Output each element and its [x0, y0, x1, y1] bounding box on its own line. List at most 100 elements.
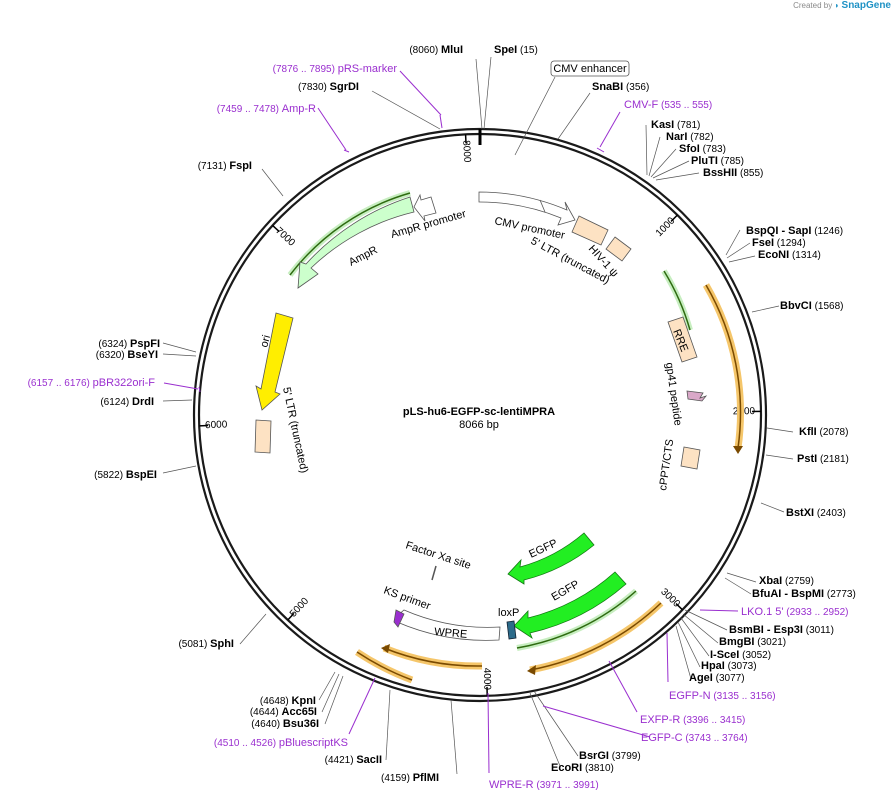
site-label-bsu36i: (4640) Bsu36I [251, 718, 319, 730]
site-label-hpai: HpaI (3073) [701, 660, 757, 672]
snapgene-logo-icon: ◗ [834, 1, 840, 10]
tick-mark [272, 224, 280, 233]
site-label-sacii: (4421) SacII [325, 754, 382, 766]
label-cmv-promoter: CMV promoter [493, 215, 566, 242]
orf-arrowhead-wpre [381, 644, 390, 653]
primer-label-egfp-n: EGFP-N (3135 .. 3156) [669, 690, 776, 702]
site-label-sgrdi: (7830) SgrDI [298, 81, 359, 93]
cmv-enhancer-label: CMV enhancer [553, 63, 627, 75]
label-5ltr-truncated: 5' LTR (truncated) [280, 386, 310, 474]
brand-name: SnapGene [841, 0, 891, 11]
primer-label-lko-1-5-: LKO.1 5' (2933 .. 2952) [741, 606, 849, 618]
site-label-fspi: (7131) FspI [198, 160, 252, 172]
site-label-bspei: (5822) BspEI [94, 469, 157, 481]
orf-arc-egfp-core [516, 590, 637, 649]
site-label-drdi: (6124) DrdI [100, 396, 154, 408]
plasmid-length: 8066 bp [459, 419, 499, 431]
label-gp41: gp41 peptide [663, 362, 684, 427]
label-ks-primer: KS primer [382, 585, 432, 613]
orf-arc-egfp-outer-core [529, 602, 662, 671]
primer-label-wpre-r: WPRE-R (3971 .. 3991) [489, 779, 599, 791]
feature-5ltr-truncated [254, 419, 272, 454]
site-label-psti: PstI (2181) [797, 453, 849, 465]
feature-cmv-divider [539, 199, 546, 213]
feature-gp41 [686, 390, 708, 402]
site-label-kasi: KasI (781) [651, 119, 700, 131]
primer-label-egfp-c: EGFP-C (3743 .. 3764) [641, 732, 748, 744]
feature-hiv-psi [605, 236, 632, 262]
orf-arc-gag-core [705, 284, 742, 449]
credit-text: Created by [793, 1, 833, 10]
feature-loxp [506, 620, 517, 640]
feature-ori [255, 312, 294, 411]
feature-ampr [297, 196, 415, 289]
site-label-xbai: XbaI (2759) [759, 575, 814, 587]
label-ampr: AmpR [347, 244, 380, 269]
primer-label-exfp-r: EXFP-R (3396 .. 3415) [640, 714, 745, 726]
orf-arc-gag [702, 283, 744, 449]
primer-label-prs-marker: (7876 .. 7895) pRS-marker [273, 63, 398, 75]
site-label-snabi: SnaBI (356) [592, 81, 649, 93]
primer-leaders [163, 70, 739, 774]
leader-lines [162, 56, 794, 775]
site-label-bspqi: BspQI - SapI (1246) [746, 225, 843, 237]
feature-cmv-promoter [478, 191, 576, 226]
orf-arc-wpre-core [383, 647, 483, 667]
orf-arc-wpre [382, 644, 483, 670]
feature-ks-primer [393, 609, 405, 628]
site-label-bstxi: BstXI (2403) [786, 507, 846, 519]
site-label-ecori: EcoRI (3810) [551, 762, 614, 774]
restriction-site-labels: (8060) MluI SpeI (15) (7830) SgrDI SnaBI (3… [28, 44, 856, 791]
site-label-kpni: (4648) KpnI [260, 695, 316, 707]
cmv-enhancer-box [550, 60, 630, 77]
feature-5ltr [571, 215, 609, 246]
tick-mark [670, 214, 678, 222]
site-label-agei: AgeI (3077) [689, 672, 745, 684]
feature-glyphs [254, 191, 708, 641]
label-cppt: cPPT/CTS [657, 438, 676, 491]
tick-label: 7000 [273, 225, 297, 248]
site-label-pspfi: (6324) PspFI [98, 338, 160, 350]
site-label-pluti: PluTI (785) [691, 155, 744, 167]
feature-ampr-promoter [413, 193, 437, 222]
site-label-bfuai: BfuAI - BspMI (2773) [752, 588, 856, 600]
feature-egfp-outer [513, 571, 627, 640]
tick-mark [287, 612, 295, 621]
label-loxp: loxP [498, 607, 519, 619]
feature-cppt [680, 446, 701, 470]
site-label-sfoi: SfoI (783) [679, 143, 726, 155]
primer-label-cmv-f: CMV-F (535 .. 555) [624, 99, 712, 111]
site-label-sphi: (5081) SphI [178, 638, 234, 650]
orf-arrowhead-egfp-outer [527, 665, 536, 675]
site-label-acc65i: (4644) Acc65I [250, 706, 317, 718]
feature-egfp-inner [507, 532, 595, 585]
site-label-kfli: KflI (2078) [799, 426, 848, 438]
feature-factor-xa [431, 565, 437, 581]
primer-label-pbluescriptks: (4510 .. 4526) pBluescriptKS [214, 737, 348, 749]
site-label-spei: SpeI (15) [494, 44, 538, 56]
orf-arc-ks-core [356, 651, 413, 681]
site-label-bsmbi: BsmBI - Esp3I (3011) [729, 624, 834, 636]
label-wpre: WPRE [434, 626, 468, 641]
tick-label: 4000 [481, 668, 493, 691]
tick-label: 5000 [288, 595, 312, 619]
feature-rre [667, 316, 698, 363]
snapgene-credit: Created by ◗ SnapGene [793, 0, 891, 11]
site-label-nari: NarI (782) [666, 131, 714, 143]
site-label-pflmi: (4159) PflMI [381, 772, 439, 784]
plasmid-name: pLS-hu6-EGFP-sc-lentiMPRA [403, 406, 555, 418]
site-label-econi: EcoNI (1314) [758, 249, 821, 261]
tick-label: 6000 [205, 419, 228, 431]
site-label-i-scei: I-SceI (3052) [710, 649, 771, 661]
label-ori: ori [258, 334, 273, 349]
primer-label-pbr322ori-f: (6157 .. 6176) pBR322ori-F [28, 377, 156, 389]
tick-mark [675, 603, 684, 611]
label-factor-xa: Factor Xa site [404, 539, 472, 571]
site-label-bseyi: (6320) BseYI [96, 349, 158, 361]
site-label-mlui: (8060) MluI [409, 44, 463, 56]
site-label-bbvci: BbvCI (1568) [780, 300, 843, 312]
orf-arrowhead-gag [733, 446, 743, 454]
